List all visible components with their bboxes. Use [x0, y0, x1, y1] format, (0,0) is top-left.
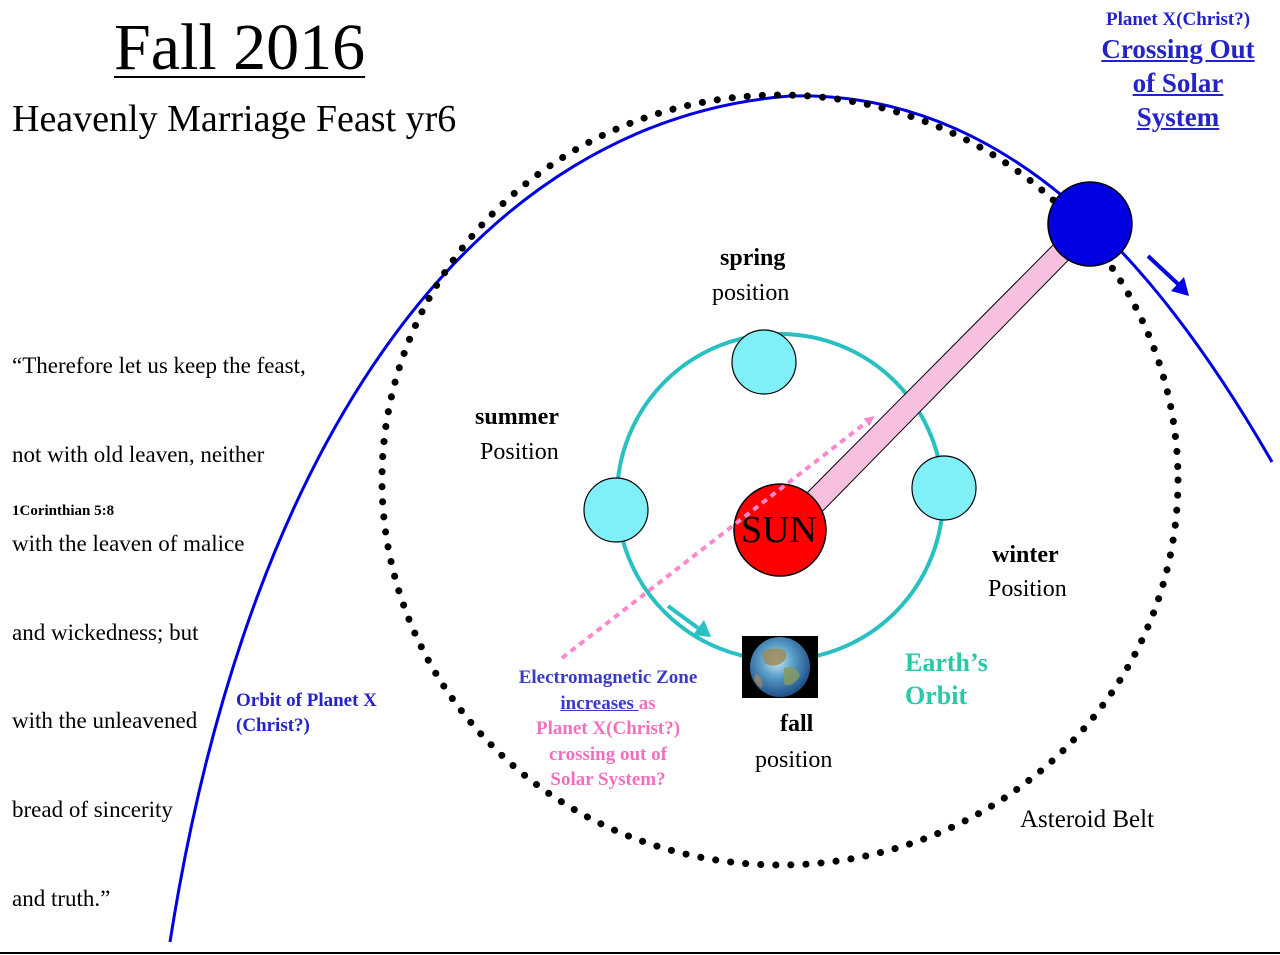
- page-subtitle: Heavenly Marriage Feast yr6: [12, 98, 457, 140]
- quote-line: and wickedness; but: [12, 619, 199, 645]
- planet-x-label-line3: of Solar: [1132, 68, 1224, 98]
- planet-x-orbit-label: Orbit of Planet X (Christ?): [236, 688, 377, 738]
- em-zone-as: as: [638, 692, 656, 714]
- planet-x: [1047, 181, 1133, 267]
- em-zone-line3: Planet X(Christ?): [535, 718, 681, 739]
- quote-line: and truth.”: [12, 885, 111, 911]
- winter-earth: [911, 455, 977, 521]
- quote-citation: 1Corinthian 5:8: [12, 503, 115, 519]
- spring-earth: [731, 329, 797, 395]
- earth-orbit-label: Earth’s Orbit: [905, 646, 988, 712]
- asteroid-belt-ring: [378, 91, 1182, 869]
- quote-line: not with old leaven, neither: [12, 441, 265, 467]
- planet-x-orbit-label-line1: Orbit of Planet X: [236, 690, 377, 711]
- sun-label: SUN: [740, 509, 818, 551]
- asteroid-belt-label: Asteroid Belt: [1020, 806, 1155, 833]
- summer-earth: [583, 477, 649, 543]
- planet-x-orbit-label-line2: (Christ?): [236, 715, 310, 736]
- fall-label: fall: [780, 711, 814, 737]
- arrow-down-right-icon: [666, 604, 711, 637]
- quote-line: with the leaven of malice: [12, 530, 245, 556]
- spring-position-label: position: [712, 280, 790, 306]
- winter-position-label: Position: [988, 576, 1067, 602]
- scripture-quote: “Therefore let us keep the feast, not wi…: [12, 292, 306, 955]
- planet-x-label: Planet X(Christ?) Crossing Out of Solar …: [1080, 8, 1276, 134]
- earth-orbit-label-line2: Orbit: [905, 681, 968, 710]
- quote-line: “Therefore let us keep the feast,: [12, 353, 306, 379]
- page-title: Fall 2016: [114, 11, 366, 84]
- summer-position-label: Position: [480, 439, 559, 465]
- em-zone-increases: increases: [560, 692, 639, 714]
- planet-x-label-line2: Crossing Out: [1101, 34, 1255, 64]
- em-zone-line5: Solar System?: [550, 769, 666, 790]
- earth-globe-icon: [742, 636, 818, 698]
- em-zone-line1: Electromagnetic Zone: [518, 667, 698, 688]
- quote-line: bread of sincerity: [12, 797, 173, 823]
- em-zone-line4: crossing out of: [549, 743, 667, 765]
- summer-label: summer: [475, 404, 559, 430]
- arrow-down-right-icon: [1146, 254, 1189, 296]
- planet-x-label-line4: System: [1136, 102, 1220, 132]
- quote-line: with the unleavened: [12, 708, 198, 734]
- planet-x-label-line1: Planet X(Christ?): [1105, 9, 1251, 30]
- winter-label: winter: [992, 542, 1059, 568]
- spring-label: spring: [720, 245, 786, 271]
- em-zone-label: Electromagnetic Zone increases as Planet…: [500, 665, 716, 793]
- earth-orbit-label-line1: Earth’s: [905, 648, 988, 677]
- fall-position-label: position: [755, 747, 833, 773]
- em-zone-line2: increases as: [500, 691, 716, 717]
